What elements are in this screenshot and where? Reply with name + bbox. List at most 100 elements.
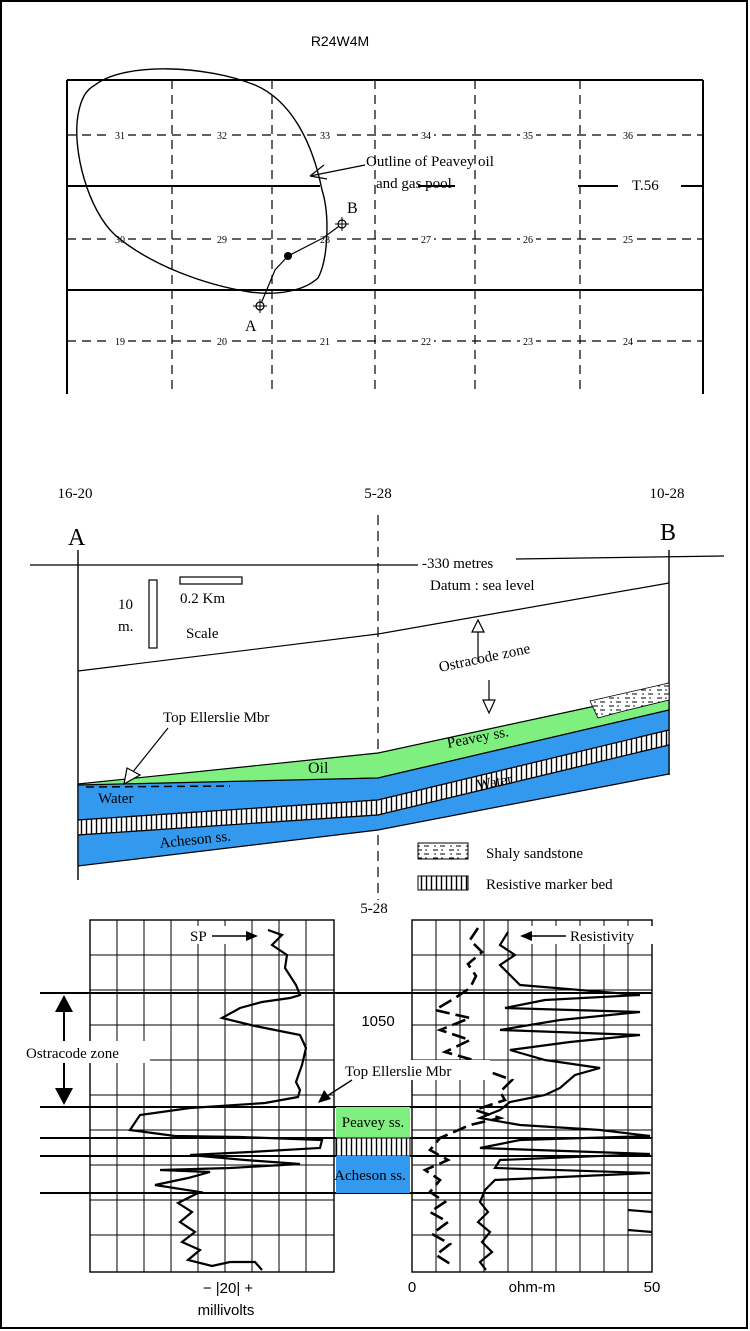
section-number: 30: [115, 235, 125, 246]
scale-vertical-value: 10: [118, 597, 133, 613]
log-resistive-block: [335, 1137, 411, 1157]
resistivity-max-label: 50: [644, 1279, 661, 1296]
section-gridlines: [67, 80, 703, 394]
resistivity-min-label: 0: [408, 1279, 416, 1296]
township-lines: [66, 79, 704, 394]
sp-track-grid: [89, 919, 335, 1273]
depth-label-bg: [340, 1008, 410, 1030]
top-ellerslie-label: Top Ellerslie Mbr: [163, 710, 269, 726]
pool-label-line1: Outline of Peavey oil: [366, 154, 494, 170]
location-map: R24W4M 31 32: [66, 33, 704, 394]
section-number: 27: [421, 235, 431, 246]
section-number: 36: [623, 131, 633, 142]
ostracode-zone-label: Ostracode zone: [438, 641, 533, 676]
shaly-sandstone-patch: [589, 682, 670, 719]
section-number: 31: [115, 131, 125, 142]
scale-label: Scale: [186, 626, 219, 642]
section-number: 25: [623, 235, 633, 246]
log-top-ellerslie-label: Top Ellerslie Mbr: [345, 1064, 451, 1080]
section-number: 20: [217, 337, 227, 348]
section-number: 34: [421, 131, 431, 142]
ostracode-zone-arrow-bottom: [55, 1088, 73, 1105]
depth-label: 1050: [361, 1013, 394, 1030]
scale-bar-vertical: [148, 579, 158, 649]
legend-resistive-label: Resistive marker bed: [486, 877, 613, 893]
pool-outline: [76, 68, 328, 294]
log-top-ellerslie-arrow-head: [318, 1090, 331, 1103]
scale-vertical-unit: m.: [118, 619, 133, 635]
ostracode-zone-label-bg: [24, 1041, 150, 1063]
township-label: T.56: [632, 178, 659, 194]
end-label-a: A: [68, 525, 86, 551]
section-number: 29: [217, 235, 227, 246]
resistivity-label: Resistivity: [570, 929, 635, 945]
section-number: 28: [320, 235, 330, 246]
log-peavey-block: [336, 1107, 410, 1138]
map-title: R24W4M: [311, 33, 369, 49]
well-marker-mid: [284, 252, 292, 260]
sp-unit-label: millivolts: [198, 1302, 255, 1319]
scale-horizontal-label: 0.2 Km: [180, 591, 225, 607]
water-label-left: Water: [98, 791, 133, 807]
pool-label-line2: and gas pool: [376, 176, 452, 192]
legend-shaly-label: Shaly sandstone: [486, 846, 583, 862]
water-layer-lower: [77, 744, 670, 867]
section-number: 24: [623, 337, 633, 348]
log-peavey-label: Peavey ss.: [342, 1115, 405, 1131]
resistivity-curve: [475, 931, 651, 1271]
log-top-ellerslie-arrow: [323, 1079, 353, 1099]
datum-label-line2: Datum : sea level: [430, 578, 535, 594]
section-number: 21: [320, 337, 330, 348]
section-number: 23: [523, 337, 533, 348]
sp-label-bg: [186, 926, 246, 944]
well-label-left: 16-20: [58, 486, 93, 502]
pool-label-arrow: [309, 164, 366, 180]
cross-section: 16-20 5-28 10-28 A B -330 metres Datum :…: [30, 486, 725, 900]
ostracode-zone-arrow-top: [55, 995, 73, 1012]
top-ellerslie-label-bg: [340, 1060, 490, 1080]
sp-curve: [128, 928, 324, 1271]
datum-line: [515, 555, 725, 560]
resistivity-unit-label: ohm-m: [509, 1279, 556, 1296]
top-ellerslie-arrow-head: [123, 767, 142, 786]
resistivity-label-bg: [528, 926, 654, 944]
upper-horizon: [77, 582, 670, 672]
section-number: 19: [115, 337, 125, 348]
acheson-label: Acheson ss.: [159, 829, 232, 852]
sp-label: SP: [190, 929, 207, 945]
well-label-b: B: [347, 200, 358, 217]
section-numbers: 31 32 33 34 35 36 30 29 28 27 26 25 19: [112, 128, 636, 348]
well-marker-b: [335, 217, 349, 231]
top-ellerslie-arrow: [127, 727, 169, 779]
section-number: 33: [320, 131, 330, 142]
sp-label-arrow-head: [246, 931, 258, 941]
log-acheson-label: Acheson ss.: [334, 1168, 406, 1184]
well-marker-a: [253, 299, 267, 313]
sp-scale-label: − |20| +: [203, 1280, 254, 1297]
well-label-a: A: [245, 318, 257, 335]
well-label-right: 10-28: [650, 486, 685, 502]
resistivity-track-grid: [411, 919, 653, 1273]
resistivity-shallow-curve: [422, 927, 515, 1267]
log-acheson-block: [336, 1156, 410, 1193]
legend-resistive-swatch: [417, 875, 469, 891]
legend-shaly-swatch: [417, 842, 469, 860]
ostracode-zone-arrow-down: [482, 699, 496, 715]
section-number: 35: [523, 131, 533, 142]
end-label-b: B: [660, 520, 676, 546]
section-number: 26: [523, 235, 533, 246]
oil-water-contact: [85, 785, 231, 788]
water-label-right: Water: [476, 771, 514, 793]
section-number: 22: [421, 337, 431, 348]
section-number: 32: [217, 131, 227, 142]
scale-bar-horizontal: [179, 576, 243, 585]
log-well-label: 5-28: [360, 901, 388, 917]
datum-label-line1: -330 metres: [422, 556, 493, 572]
resistivity-spike: [627, 1208, 653, 1234]
well-label-mid: 5-28: [364, 486, 392, 502]
oil-label: Oil: [308, 760, 329, 777]
well-log: 5-28: [24, 901, 660, 1319]
